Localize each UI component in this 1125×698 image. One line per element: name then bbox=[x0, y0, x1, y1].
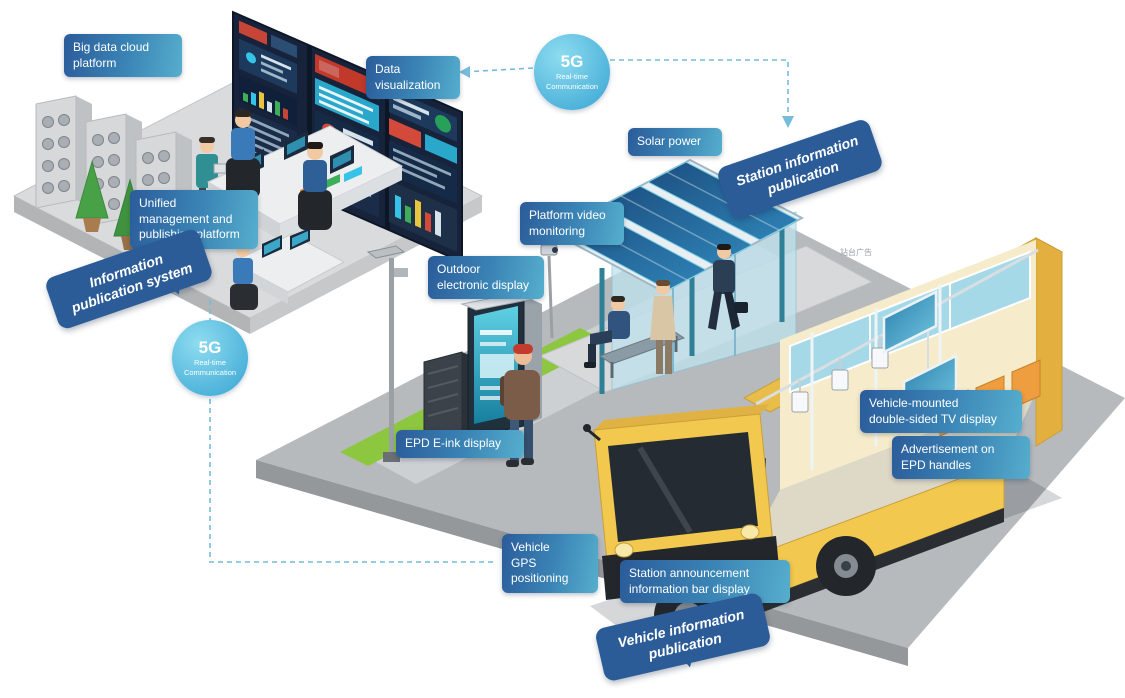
badge-5g-title: 5G bbox=[560, 52, 584, 72]
headlight bbox=[614, 542, 634, 558]
bus bbox=[583, 237, 1064, 650]
callout-epd-eink-display: EPD E-ink display bbox=[396, 430, 524, 458]
mirror bbox=[583, 424, 591, 432]
connector-5g-to-station bbox=[610, 59, 789, 120]
headlight bbox=[740, 524, 760, 540]
briefcase bbox=[734, 302, 748, 313]
callout-epd-handles-advertisement: Advertisement on EPD handles bbox=[892, 436, 1030, 480]
callout-label: EPD E-ink display bbox=[405, 436, 502, 450]
callout-label: Data visualization bbox=[375, 62, 441, 92]
callout-label: Station announcement information bar dis… bbox=[629, 566, 750, 596]
callout-big-data-cloud-platform: Big data cloud platform bbox=[64, 34, 182, 78]
solar-panel bbox=[600, 185, 754, 266]
callout-label: Advertisement on EPD handles bbox=[901, 442, 995, 472]
epd-handle bbox=[831, 358, 849, 391]
badge-5g-subtitle: Communication bbox=[545, 81, 599, 91]
plant bbox=[75, 160, 109, 232]
tv-display-screen bbox=[882, 289, 938, 355]
windshield bbox=[608, 432, 758, 542]
badge-5g-subtitle: Communication bbox=[183, 367, 237, 377]
dashed-connectors bbox=[209, 59, 789, 563]
callout-vehicle-gps-positioning: Vehicle GPS positioning bbox=[502, 534, 598, 593]
callout-data-visualization: Data visualization bbox=[366, 56, 460, 100]
connector-5g-to-data-viz bbox=[462, 67, 534, 73]
badge-5g-left: 5G Real-time Communication bbox=[172, 320, 248, 396]
callout-station-announcement-bar: Station announcement information bar dis… bbox=[620, 560, 790, 604]
sitting-passenger bbox=[584, 296, 630, 368]
callout-outdoor-electronic-display: Outdoor electronic display bbox=[428, 256, 544, 300]
pedestrian-red-hat bbox=[500, 344, 540, 467]
callout-vehicle-tv-display: Vehicle-mounted double-sided TV display bbox=[860, 390, 1022, 434]
callout-label: Solar power bbox=[637, 134, 702, 148]
badge-5g-top: 5G Real-time Communication bbox=[534, 34, 610, 110]
arrow-left-icon bbox=[459, 66, 470, 78]
standing-passenger bbox=[650, 280, 676, 374]
badge-5g-subtitle: Real-time bbox=[555, 72, 589, 82]
callout-solar-power: Solar power bbox=[628, 128, 722, 156]
callout-label: Outdoor electronic display bbox=[437, 262, 530, 292]
server-rack bbox=[35, 95, 92, 209]
callout-platform-video-monitoring: Platform video monitoring bbox=[520, 202, 624, 246]
street-light bbox=[366, 245, 408, 462]
connector-5g-to-vehicle-gps bbox=[209, 300, 496, 563]
walking-passenger bbox=[708, 244, 748, 330]
badge-5g-subtitle: Real-time bbox=[193, 358, 227, 368]
bus-floor bbox=[742, 392, 1036, 560]
epd-handle bbox=[791, 380, 809, 413]
platform-ad-caption: 站台广告 bbox=[840, 248, 872, 257]
callout-label: Big data cloud platform bbox=[73, 40, 150, 70]
operator-person bbox=[298, 142, 332, 230]
callout-label: Platform video monitoring bbox=[529, 208, 606, 238]
callout-label: Vehicle GPS positioning bbox=[511, 540, 569, 586]
arrow-down-icon bbox=[782, 116, 794, 128]
operator-person bbox=[226, 110, 260, 198]
red-beanie bbox=[513, 344, 533, 354]
callout-label: Vehicle-mounted double-sided TV display bbox=[869, 396, 997, 426]
bus-rear bbox=[1035, 237, 1063, 447]
badge-5g-title: 5G bbox=[198, 338, 222, 358]
